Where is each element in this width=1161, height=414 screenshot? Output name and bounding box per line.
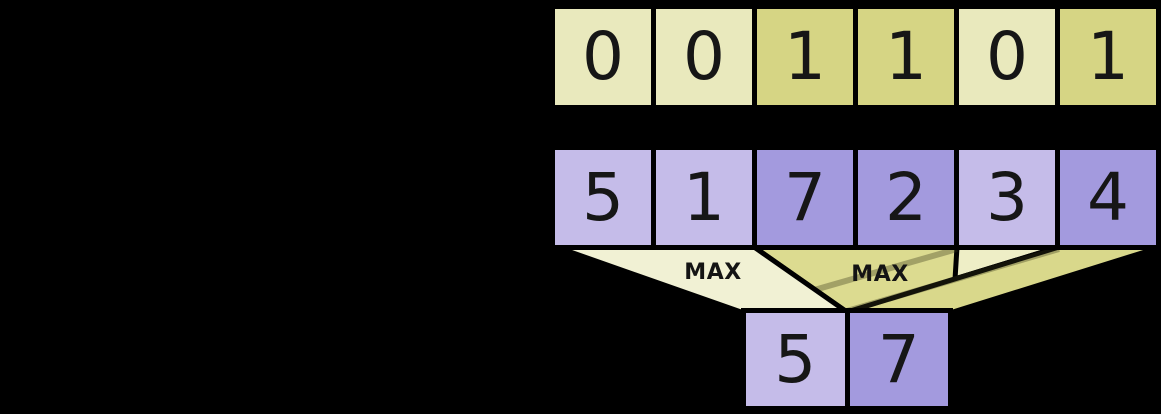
mask-cell-4: 1 — [853, 4, 959, 110]
value-cell-6: 4 — [1055, 145, 1161, 250]
max-operation-label-left: MAX — [684, 260, 742, 285]
output-cell-1: 5 — [741, 308, 850, 411]
mask-row: 0 0 1 1 0 1 — [550, 4, 1161, 110]
value-cell-5: 3 — [954, 145, 1060, 250]
mask-cell-6: 1 — [1055, 4, 1161, 110]
mask-cell-3: 1 — [752, 4, 858, 110]
value-cell-3: 7 — [752, 145, 858, 250]
value-cell-4: 2 — [853, 145, 959, 250]
mask-cell-2: 0 — [651, 4, 757, 110]
value-cell-2: 1 — [651, 145, 757, 250]
mask-cell-1: 0 — [550, 4, 656, 110]
crossover-edge-shadow-2 — [846, 246, 1060, 314]
output-row: 5 7 — [741, 308, 953, 411]
max-operation-label-right: MAX — [851, 262, 909, 287]
value-cell-1: 5 — [550, 145, 656, 250]
output-cell-2: 7 — [844, 308, 953, 411]
value-row: 5 1 7 2 3 4 — [550, 145, 1161, 250]
mask-cell-5: 0 — [954, 4, 1060, 110]
